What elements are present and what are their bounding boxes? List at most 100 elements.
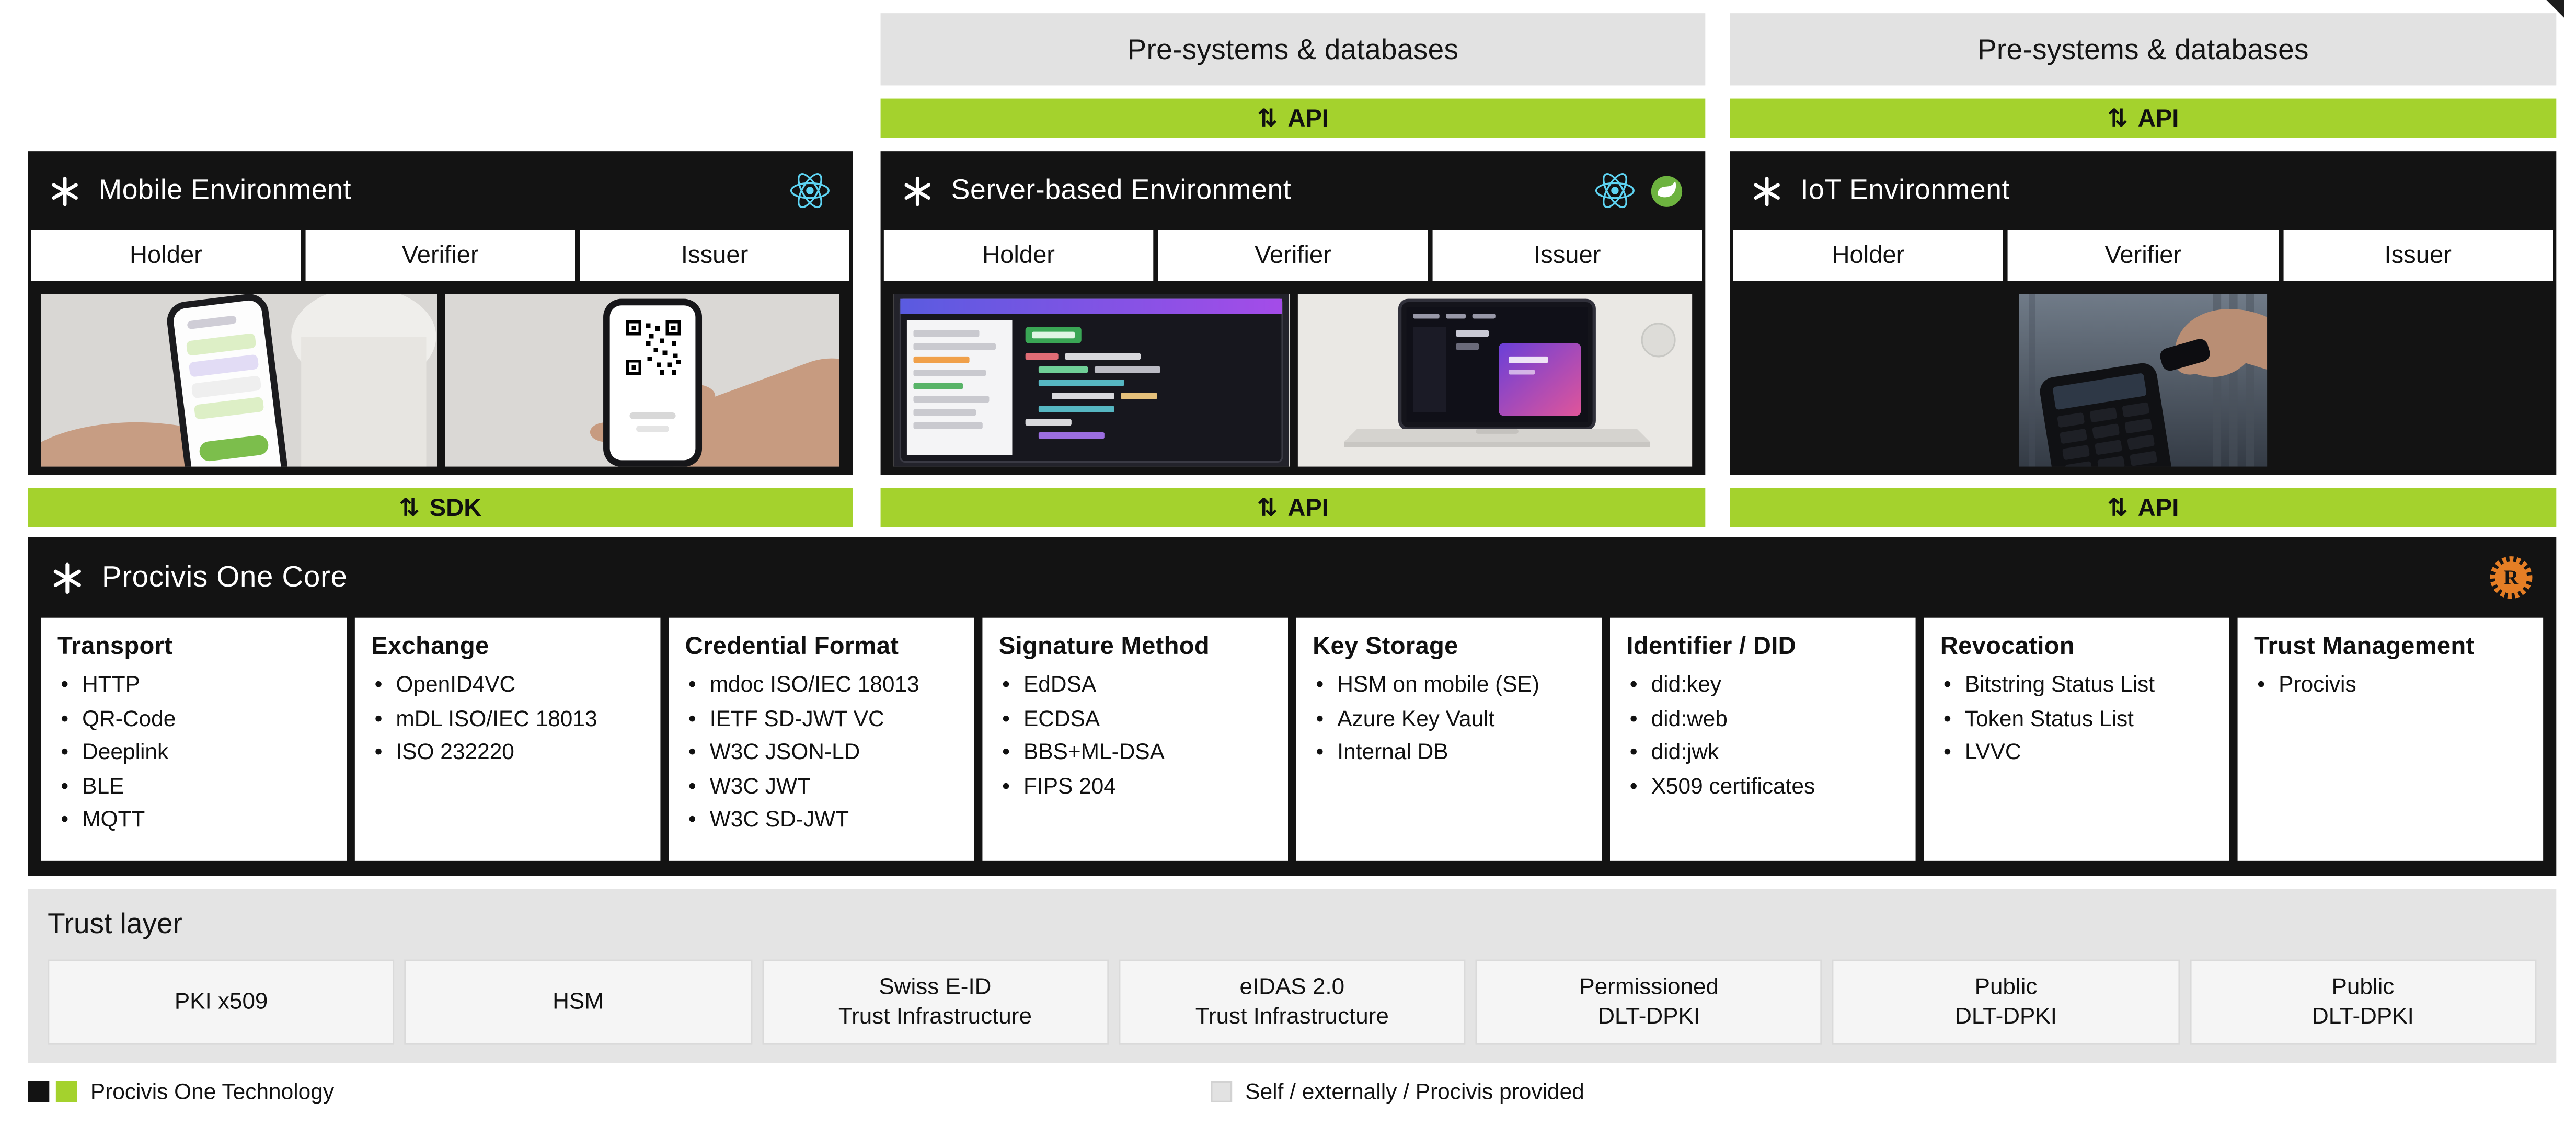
legend-black-swatch bbox=[28, 1081, 50, 1102]
core-item: BLE bbox=[58, 772, 330, 801]
api-connector-label: API bbox=[1287, 493, 1329, 522]
core-column-revocation: Revocation Bitstring Status List Token S… bbox=[1924, 617, 2229, 861]
api-connector-label: API bbox=[2137, 104, 2179, 132]
mobile-environment-title: Mobile Environment bbox=[98, 174, 352, 205]
trust-box-public-dlt-2: Public DLT-DPKI bbox=[2189, 959, 2537, 1045]
procivis-logo-icon bbox=[1751, 175, 1782, 206]
sdk-connector-mobile: ⇅ SDK bbox=[28, 488, 853, 527]
trust-box-hsm: HSM bbox=[405, 959, 752, 1045]
core-item: HSM on mobile (SE) bbox=[1313, 670, 1585, 700]
server-environment-header: Server-based Environment bbox=[881, 151, 1706, 230]
core-item: mDL ISO/IEC 18013 bbox=[371, 704, 644, 734]
legend-procivis-label: Procivis One Technology bbox=[90, 1079, 335, 1104]
iot-photos-row bbox=[1730, 281, 2556, 467]
core-column-title: Revocation bbox=[1940, 633, 2075, 661]
core-item: FIPS 204 bbox=[999, 772, 1272, 801]
mobile-role-verifier: Verifier bbox=[305, 230, 575, 281]
iot-role-holder: Holder bbox=[1733, 230, 2004, 281]
api-connector-top-iot: ⇅ API bbox=[1730, 98, 2557, 138]
core-header: Procivis One Core R bbox=[28, 537, 2556, 618]
react-icon bbox=[789, 171, 832, 210]
trust-box-permissioned-dlt: Permissioned DLT-DPKI bbox=[1475, 959, 1823, 1045]
pre-systems-header-server-title: Pre-systems & databases bbox=[1127, 32, 1459, 65]
pre-systems-header-iot: Pre-systems & databases bbox=[1730, 13, 2557, 86]
core-item: X509 certificates bbox=[1626, 772, 1899, 801]
core-item: Token Status List bbox=[1940, 704, 2213, 734]
core-column-key-storage: Key Storage HSM on mobile (SE) Azure Key… bbox=[1296, 617, 1602, 861]
mobile-environment-header: Mobile Environment bbox=[28, 151, 853, 230]
trust-layer-title: Trust layer bbox=[48, 906, 182, 940]
iot-role-issuer: Issuer bbox=[2283, 230, 2553, 281]
updown-arrows-icon: ⇅ bbox=[2107, 495, 2128, 523]
legend-provided-label: Self / externally / Procivis provided bbox=[1245, 1079, 1584, 1104]
core-item: mdoc ISO/IEC 18013 bbox=[685, 670, 958, 700]
trust-box-eidas: eIDAS 2.0 Trust Infrastructure bbox=[1118, 959, 1466, 1045]
trust-layer-boxes: PKI x509 HSM Swiss E-ID Trust Infrastruc… bbox=[48, 959, 2537, 1045]
core-item: LVVC bbox=[1940, 738, 2213, 768]
updown-arrows-icon: ⇅ bbox=[2107, 105, 2128, 133]
iot-environment-panel: IoT Environment Holder Verifier Issuer bbox=[1730, 151, 2557, 475]
mobile-environment-panel: Mobile Environment Holder Verifier Issue… bbox=[28, 151, 853, 475]
sdk-connector-label: SDK bbox=[429, 493, 482, 522]
legend-green-swatch bbox=[55, 1081, 77, 1102]
legend-provided: Self / externally / Procivis provided bbox=[1211, 1079, 1584, 1104]
core-item: Azure Key Vault bbox=[1313, 704, 1585, 734]
trust-layer-section: Trust layer PKI x509 HSM Swiss E-ID Trus… bbox=[28, 889, 2557, 1063]
pre-systems-header-iot-title: Pre-systems & databases bbox=[1977, 32, 2309, 65]
server-environment-panel: Server-based Environment Holder Verifier… bbox=[880, 151, 1706, 475]
iot-roles-row: Holder Verifier Issuer bbox=[1730, 230, 2556, 281]
core-column-identifier-did: Identifier / DID did:key did:web did:jwk… bbox=[1610, 617, 1916, 861]
svg-text:R: R bbox=[2503, 566, 2519, 589]
core-column-title: Trust Management bbox=[2254, 633, 2475, 661]
mobile-role-holder: Holder bbox=[31, 230, 301, 281]
trust-box-public-dlt-1: Public DLT-DPKI bbox=[1832, 959, 2180, 1045]
procivis-logo-icon bbox=[51, 561, 84, 594]
core-column-title: Identifier / DID bbox=[1626, 633, 1797, 661]
server-role-verifier: Verifier bbox=[1158, 230, 1428, 281]
core-item: OpenID4VC bbox=[371, 670, 644, 700]
updown-arrows-icon: ⇅ bbox=[399, 495, 420, 523]
core-column-exchange: Exchange OpenID4VC mDL ISO/IEC 18013 ISO… bbox=[354, 617, 661, 861]
payment-terminal-photo bbox=[2019, 294, 2268, 467]
server-environment-title: Server-based Environment bbox=[951, 174, 1292, 205]
qr-code bbox=[625, 320, 680, 375]
mobile-roles-row: Holder Verifier Issuer bbox=[28, 230, 853, 281]
code-editor-photo bbox=[893, 294, 1289, 467]
core-item: W3C JSON-LD bbox=[685, 738, 958, 768]
core-column-credential-format: Credential Format mdoc ISO/IEC 18013 IET… bbox=[669, 617, 974, 861]
procivis-logo-icon bbox=[49, 175, 80, 206]
qr-code-phone-photo bbox=[444, 294, 840, 467]
trust-box-pki-x509: PKI x509 bbox=[48, 959, 395, 1045]
core-column-transport: Transport HTTP QR-Code Deeplink BLE MQTT bbox=[41, 617, 347, 861]
mobile-role-issuer: Issuer bbox=[580, 230, 849, 281]
procivis-logo-icon bbox=[902, 175, 933, 206]
api-connector-iot: ⇅ API bbox=[1730, 488, 2557, 527]
mobile-wallet-app-photo bbox=[41, 294, 436, 467]
api-connector-label: API bbox=[2137, 493, 2179, 522]
core-title: Procivis One Core bbox=[101, 560, 348, 593]
core-column-title: Exchange bbox=[371, 633, 489, 661]
rust-icon: R bbox=[2489, 555, 2533, 600]
procivis-one-core-panel: Procivis One Core R Transport HTTP QR-Co… bbox=[28, 537, 2557, 876]
server-role-holder: Holder bbox=[883, 230, 1154, 281]
core-item: HTTP bbox=[58, 670, 330, 700]
react-icon bbox=[1594, 171, 1637, 210]
core-column-title: Signature Method bbox=[998, 633, 1210, 661]
pre-systems-header-server: Pre-systems & databases bbox=[880, 13, 1706, 86]
core-item: Procivis bbox=[2254, 670, 2527, 700]
core-item: EdDSA bbox=[999, 670, 1272, 700]
updown-arrows-icon: ⇅ bbox=[1257, 105, 1278, 133]
core-item: MQTT bbox=[58, 806, 330, 835]
core-item: ISO 232220 bbox=[371, 738, 644, 768]
trust-box-swiss-eid: Swiss E-ID Trust Infrastructure bbox=[761, 959, 1109, 1045]
mobile-photos-row bbox=[28, 281, 853, 467]
core-item: W3C SD-JWT bbox=[685, 806, 958, 835]
updown-arrows-icon: ⇅ bbox=[1257, 495, 1278, 523]
core-column-trust-management: Trust Management Procivis bbox=[2237, 617, 2544, 861]
server-role-issuer: Issuer bbox=[1432, 230, 1702, 281]
legend-gray-swatch bbox=[1211, 1081, 1233, 1102]
spring-icon bbox=[1649, 174, 1684, 208]
core-item: IETF SD-JWT VC bbox=[685, 704, 958, 734]
